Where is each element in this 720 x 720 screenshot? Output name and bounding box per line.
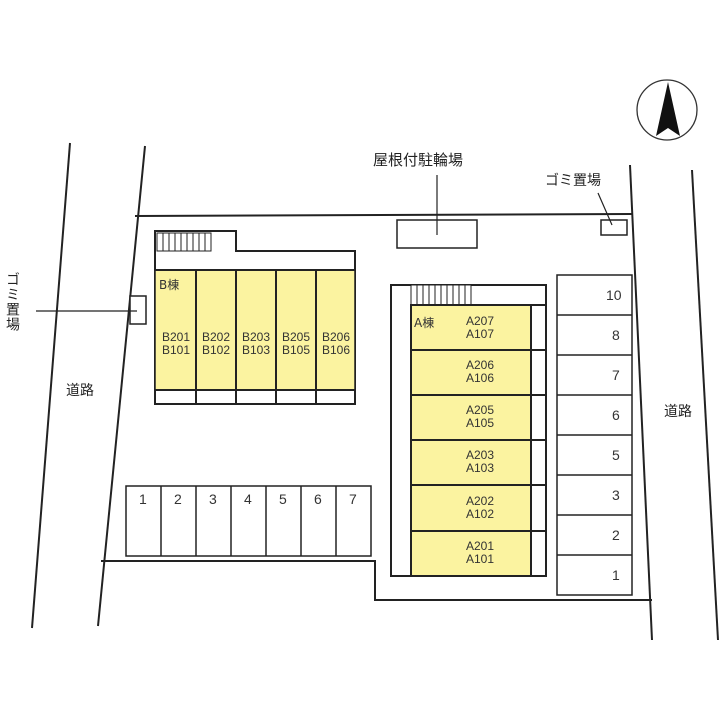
north-arrow-icon	[636, 79, 698, 141]
parking-spot-right-7: 7	[612, 367, 620, 383]
parking-spot-bottom-6: 6	[314, 491, 322, 507]
site-boundary-bottom	[101, 560, 652, 601]
parking-spot-bottom-2: 2	[174, 491, 182, 507]
road-left-inner-edge	[97, 145, 146, 627]
road-right-outer-edge	[691, 169, 719, 641]
parking-spot-right-2: 2	[612, 527, 620, 543]
building-b-unit-dividers	[195, 270, 317, 404]
parking-spot-bottom-4: 4	[244, 491, 252, 507]
site-boundary-top	[134, 213, 633, 217]
building-a-stairs	[410, 284, 472, 306]
parking-spot-right-5: 5	[612, 447, 620, 463]
building-b-name: B棟	[159, 278, 180, 292]
label-garbage-area-left: ゴミ置場	[4, 272, 20, 332]
leader-line-garbage-top	[597, 192, 613, 226]
road-right-inner-edge	[629, 164, 653, 641]
garbage-area-left-box	[129, 295, 147, 325]
parking-spot-right-3: 3	[612, 487, 620, 503]
road-left-outer-edge	[31, 142, 71, 629]
building-b-stairs	[156, 232, 212, 252]
garbage-area-top-box	[600, 219, 628, 236]
label-road-right: 道路	[664, 404, 692, 420]
parking-bottom-block	[125, 485, 372, 557]
parking-spot-bottom-5: 5	[279, 491, 287, 507]
parking-spot-bottom-3: 3	[209, 491, 217, 507]
building-b-units-area	[154, 269, 356, 391]
parking-spot-right-6: 6	[612, 407, 620, 423]
parking-spot-right-10: 10	[606, 287, 622, 303]
label-garbage-area-top: ゴミ置場	[545, 173, 601, 189]
parking-spot-right-8: 8	[612, 327, 620, 343]
building-a-name: A棟	[414, 316, 435, 330]
parking-spot-bottom-1: 1	[139, 491, 147, 507]
label-roofed-bicycle-parking: 屋根付駐輪場	[373, 151, 464, 169]
label-road-left: 道路	[66, 383, 94, 399]
parking-spot-right-1: 1	[612, 567, 620, 583]
parking-spot-bottom-7: 7	[349, 491, 357, 507]
building-a-unit-dividers	[411, 349, 546, 532]
